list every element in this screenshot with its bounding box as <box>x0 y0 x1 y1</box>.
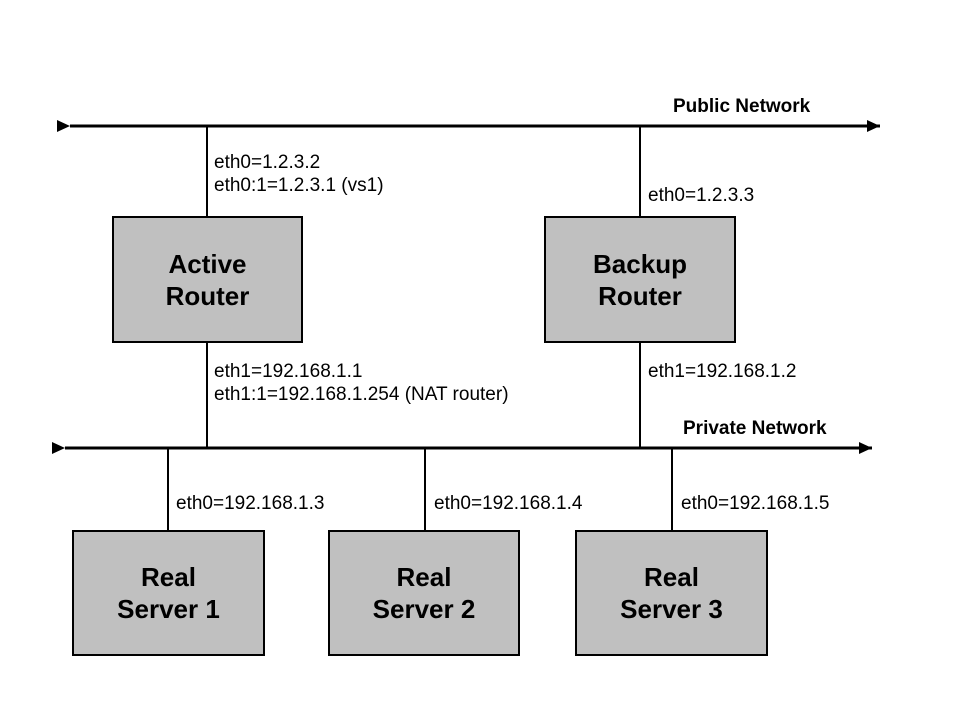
node-label-line: Real <box>396 562 452 592</box>
interface-label-line: eth1=192.168.1.1 <box>214 361 363 382</box>
node-label-line: Real <box>644 562 699 592</box>
interface-label-server3-eth0: eth0=192.168.1.5 <box>681 492 829 515</box>
node-label-line: Server 1 <box>117 594 220 624</box>
network-bus-lines <box>52 120 880 454</box>
interface-label-server2-eth0: eth0=192.168.1.4 <box>434 492 582 515</box>
network-label-private: Private Network <box>683 418 827 439</box>
node-label-line: Router <box>598 280 682 311</box>
node-label-line: Server 3 <box>620 594 723 624</box>
interface-label-line: eth0=192.168.1.3 <box>176 493 325 514</box>
node-label-line: Router <box>165 280 250 311</box>
interface-label-line: eth0=1.2.3.2 <box>214 152 321 173</box>
node-label-line: Backup <box>593 248 687 279</box>
interface-label-server1-eth0: eth0=192.168.1.3 <box>176 492 324 515</box>
interface-label-line: eth0:1=1.2.3.1 (vs1) <box>214 175 384 196</box>
interface-label-line: eth0=192.168.1.4 <box>434 493 583 514</box>
interface-label-line: eth0=192.168.1.5 <box>681 493 830 514</box>
network-label-public: Public Network <box>673 96 811 117</box>
node-label-line: Real <box>141 562 196 592</box>
node-label-line: Active <box>168 248 247 279</box>
connection-lines <box>167 126 673 530</box>
interface-label-backup-eth0: eth0=1.2.3.3 <box>648 184 754 207</box>
interface-label-line: eth1:1=192.168.1.254 (NAT router) <box>214 384 509 405</box>
interface-label-line: eth0=1.2.3.3 <box>648 185 755 206</box>
interface-label-line: eth1=192.168.1.2 <box>648 361 797 382</box>
interface-label-backup-eth1: eth1=192.168.1.2 <box>648 360 796 383</box>
node-label-line: Server 2 <box>372 594 476 624</box>
